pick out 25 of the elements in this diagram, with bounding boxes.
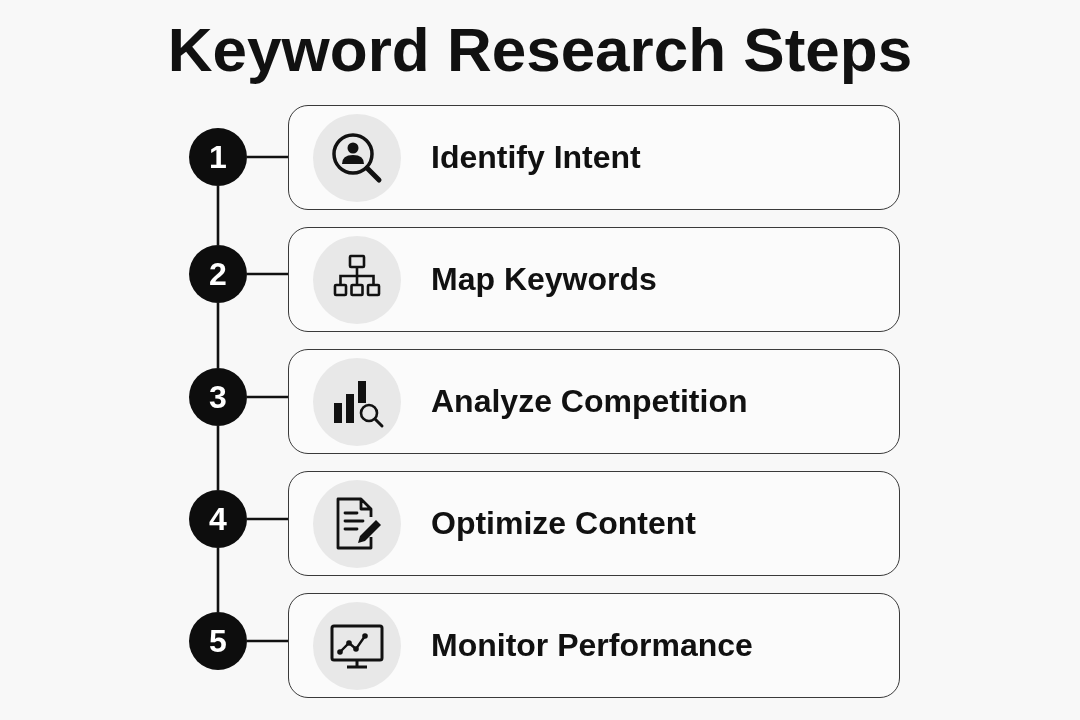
connector-line (247, 517, 288, 521)
connector-line (247, 272, 288, 276)
connector-line (247, 639, 288, 643)
connector-line (216, 548, 220, 612)
step-label: Monitor Performance (431, 627, 753, 664)
step-label: Map Keywords (431, 261, 657, 298)
step-number: 3 (189, 368, 247, 426)
step-number: 1 (189, 128, 247, 186)
title: Keyword Research Steps (166, 14, 914, 86)
step-card (288, 593, 900, 698)
connector-line (216, 426, 220, 490)
step-label: Identify Intent (431, 139, 641, 176)
step-card (288, 227, 900, 332)
step-number: 5 (189, 612, 247, 670)
connector-line (247, 155, 288, 159)
connector-line (216, 186, 220, 245)
step-label: Optimize Content (431, 505, 696, 542)
step-card (288, 471, 900, 576)
connector-line (247, 395, 288, 399)
step-number: 4 (189, 490, 247, 548)
step-card (288, 105, 900, 210)
connector-line (216, 303, 220, 368)
step-number: 2 (189, 245, 247, 303)
step-card (288, 349, 900, 454)
step-label: Analyze Competition (431, 383, 748, 420)
